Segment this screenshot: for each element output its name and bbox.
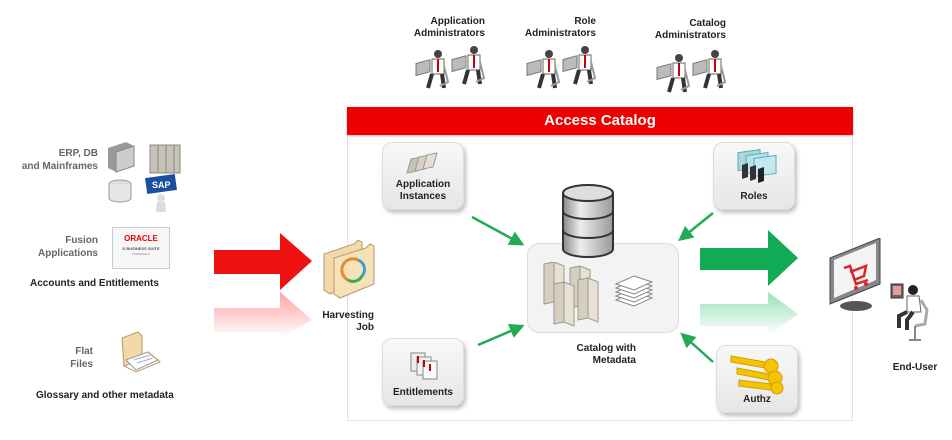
roles-tile[interactable]: Roles: [713, 142, 795, 210]
erp-label: ERP, DB and Mainframes: [20, 147, 98, 173]
harvesting-job-label-line: Harvesting: [322, 310, 374, 321]
entitlements-label: Entitlements: [392, 387, 453, 398]
oracle-logo-sub: FINANCIALS: [132, 252, 150, 256]
input-arrow: [214, 233, 312, 338]
fusion-label-line: Fusion: [65, 235, 98, 246]
authz-label: Authz: [743, 394, 771, 405]
input-arrow-reflection: [214, 292, 312, 338]
catalog-label-line: Catalog with: [576, 343, 636, 354]
admin-label-catalog: Catalog Administrators: [646, 18, 726, 42]
application-instances-label: Application Instances: [383, 179, 463, 203]
catalog-label: Catalog with Metadata: [560, 343, 636, 367]
output-arrow-shape: [700, 230, 798, 286]
admin-label-line: Role: [574, 16, 596, 27]
entitlements-icon: [410, 352, 438, 380]
accounts-entitlements-heading: Accounts and Entitlements: [30, 278, 159, 289]
admin-label-role: Role Administrators: [516, 16, 596, 40]
administrators-icon: [655, 48, 727, 94]
oracle-logo-line: E-BUSINESS SUITE: [122, 246, 160, 251]
flat-files-label: Flat Files: [40, 345, 93, 371]
end-user-label: End-User: [892, 362, 938, 373]
application-instances-label-line: Instances: [399, 191, 447, 202]
flat-files-label-line: Files: [70, 359, 93, 370]
harvesting-job-icon: [323, 240, 375, 299]
admin-label-line: Administrators: [524, 28, 596, 39]
oracle-logo-brand: ORACLE: [124, 234, 158, 243]
admin-label-application: Application Administrators: [405, 16, 485, 40]
shopping-monitor-icon: [829, 238, 881, 311]
fusion-label: Fusion Applications: [20, 234, 98, 260]
entitlements-tile[interactable]: Entitlements: [382, 338, 464, 406]
oracle-ebs-logo: ORACLE E-BUSINESS SUITE FINANCIALS: [112, 227, 170, 269]
flat-files-icon: [121, 331, 161, 373]
erp-label-line: and Mainframes: [21, 161, 98, 172]
end-user-icon: [890, 283, 929, 341]
admin-label-line: Application: [430, 16, 485, 27]
erp-label-line: ERP, DB: [58, 148, 98, 159]
harvesting-job-label-line: Job: [356, 322, 374, 333]
erp-db-mainframes-icon: SAP: [108, 142, 181, 212]
catalog-contents-icon: [543, 262, 654, 327]
catalog-label-line: Metadata: [592, 355, 636, 366]
roles-label: Roles: [740, 191, 768, 202]
admin-label-line: Administrators: [413, 28, 485, 39]
harvesting-job-label: Harvesting Job: [314, 310, 374, 334]
keys-icon: [730, 355, 784, 395]
sap-badge: SAP: [152, 180, 171, 190]
input-arrow-shape: [214, 233, 312, 290]
output-arrow: [700, 230, 798, 336]
fusion-label-line: Applications: [37, 248, 98, 259]
application-instances-icon: [406, 152, 438, 174]
database-icon: [562, 184, 614, 258]
output-arrow-reflection: [700, 292, 798, 336]
authz-tile[interactable]: Authz: [716, 345, 798, 413]
glossary-heading: Glossary and other metadata: [36, 390, 174, 401]
access-catalog-banner: Access Catalog: [347, 107, 853, 135]
admin-label-line: Administrators: [654, 30, 726, 41]
administrators-icon: [525, 44, 597, 90]
administrators-icon: [415, 46, 486, 89]
application-instances-label-line: Application: [395, 179, 451, 190]
admin-label-line: Catalog: [689, 18, 726, 29]
roles-icon: [737, 149, 777, 183]
application-instances-tile[interactable]: Application Instances: [382, 142, 464, 210]
flat-files-label-line: Flat: [75, 346, 93, 357]
